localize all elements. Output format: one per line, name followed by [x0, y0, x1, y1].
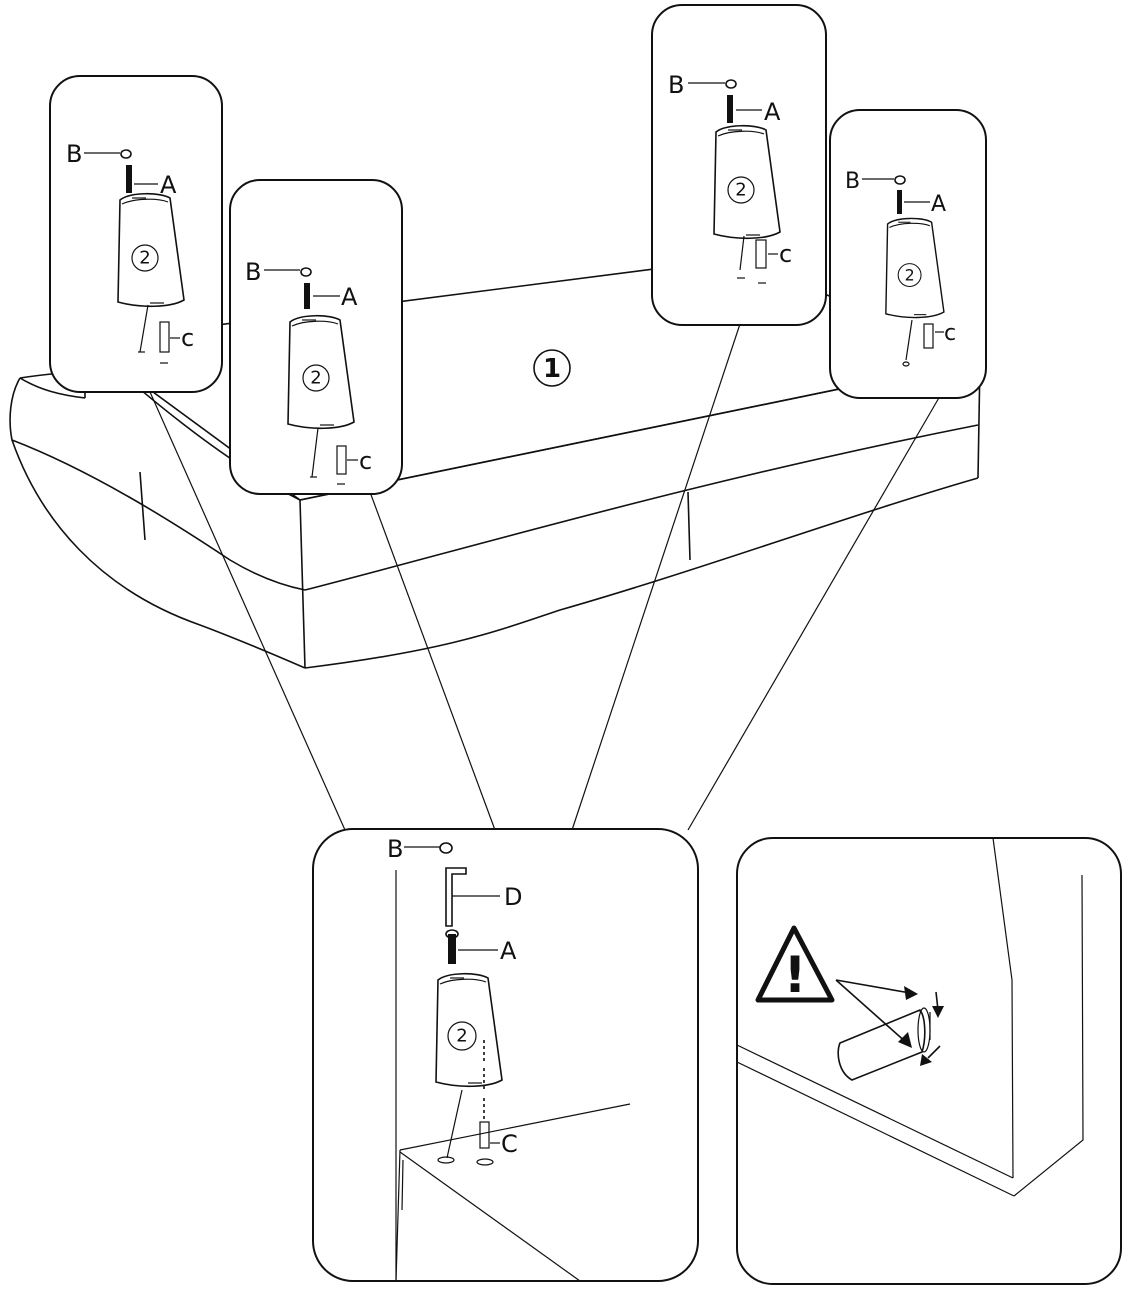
leg-part-number-2: 2	[310, 368, 321, 389]
tipped-leg-icon	[837, 1007, 931, 1081]
label-c-3: c	[779, 240, 792, 268]
board-left-bottom-edge	[11, 439, 306, 669]
detail-hole-2	[476, 1158, 494, 1166]
dowel-icon-4	[923, 323, 934, 349]
warning-triangle-icon: !	[755, 925, 835, 1004]
detail-label-d: D	[504, 883, 522, 911]
callout-frame-3	[651, 4, 827, 326]
cap-icon-1	[120, 149, 132, 159]
cap-icon-3	[725, 79, 737, 89]
warning-symbol: !	[784, 946, 807, 1004]
leader-line-1	[149, 391, 346, 831]
label-a-2: A	[341, 283, 358, 311]
warning-callout: !	[736, 837, 1122, 1285]
label-c-1: c	[181, 324, 194, 352]
leg-part-number-3: 2	[735, 180, 746, 201]
board-front-corner	[299, 499, 306, 669]
dowel-icon-2	[336, 445, 347, 475]
arrow-icon	[835, 979, 944, 1066]
callout-frame-1	[49, 75, 223, 393]
leg-part-number-1: 2	[139, 248, 150, 269]
detail-callout: B D A 2 C	[312, 828, 699, 1282]
screw-icon-2	[304, 283, 310, 309]
detail-cap-icon	[439, 842, 453, 854]
dowel-icon-1	[159, 321, 170, 353]
label-b-4: B	[845, 169, 860, 194]
label-a-1: A	[160, 171, 177, 199]
detail-label-c: C	[501, 1130, 518, 1158]
board-left-lower-edge	[9, 377, 306, 591]
callout-frame-2	[229, 179, 403, 495]
leg-callout-4: 2 B A c	[829, 109, 987, 399]
leg-callout-3: 2 B A c	[651, 4, 827, 326]
leg-callout-1: 2 B A c	[49, 75, 223, 393]
label-b-3: B	[668, 71, 684, 99]
label-c-4: c	[944, 321, 956, 346]
detail-label-b: B	[387, 835, 403, 863]
screw-icon-3	[727, 95, 733, 123]
screw-icon-4	[897, 190, 902, 214]
label-b-2: B	[245, 258, 261, 286]
board-front-seam	[687, 491, 691, 561]
label-a-4: A	[931, 192, 946, 217]
detail-hole-1	[437, 1156, 455, 1164]
board-part-number: 1	[543, 354, 561, 384]
detail-label-a: A	[500, 937, 517, 965]
leg-part-number-4: 2	[905, 266, 915, 285]
board-front-bottom-edge	[304, 477, 979, 669]
board-left-under	[19, 377, 86, 399]
leader-line-2	[369, 491, 496, 831]
leader-line-3	[571, 323, 741, 831]
callout-frame-4	[829, 109, 987, 399]
detail-frame	[312, 828, 699, 1282]
label-c-2: c	[359, 447, 372, 475]
detail-dowel-icon	[479, 1121, 490, 1149]
leader-lines	[149, 323, 941, 831]
board-number-circle	[533, 349, 571, 387]
leg-callout-2: 2 B A c	[229, 179, 403, 495]
wrench-icon	[445, 867, 467, 927]
detail-screw-icon	[448, 934, 456, 964]
label-a-3: A	[764, 98, 781, 126]
cap-icon-2	[300, 267, 312, 277]
label-b-1: B	[66, 140, 82, 168]
board-front-mid-edge	[304, 424, 979, 591]
cap-icon-4	[894, 175, 906, 185]
leader-line-4	[687, 395, 941, 831]
screw-icon-1	[126, 165, 132, 193]
detail-leg-part-number: 2	[456, 1026, 467, 1047]
board-left-seam	[139, 471, 146, 541]
dowel-icon-3	[755, 239, 767, 269]
